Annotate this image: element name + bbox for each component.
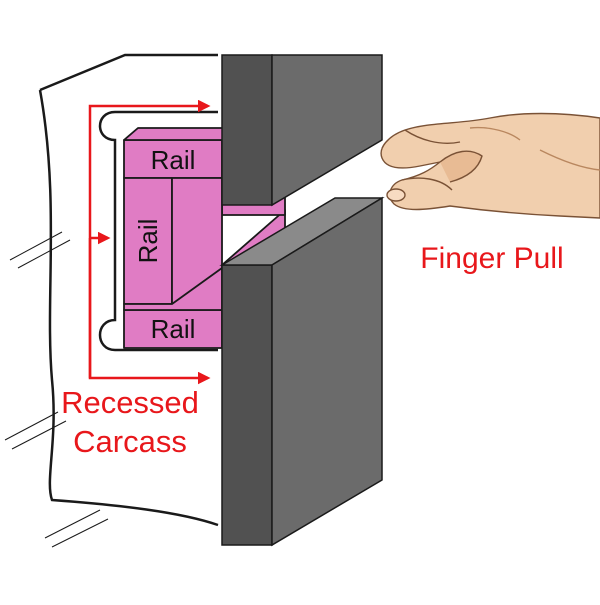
finger-pull-label: Finger Pull bbox=[420, 242, 563, 275]
rail-middle-label: Rail bbox=[133, 219, 163, 264]
rail-bottom bbox=[123, 309, 223, 349]
rail-top-label: Rail bbox=[151, 145, 196, 175]
lower-door-panel bbox=[219, 196, 385, 547]
recess-arrows bbox=[88, 99, 211, 385]
break-lines bbox=[4, 231, 109, 548]
carcass-label: Carcass bbox=[73, 424, 187, 459]
recessed-label: Recessed bbox=[61, 385, 199, 420]
arrow-right-icon bbox=[88, 238, 211, 385]
rail-bottom-label: Rail bbox=[151, 314, 196, 344]
upper-door-panel bbox=[221, 54, 383, 207]
hand-pinch-icon bbox=[380, 112, 600, 219]
